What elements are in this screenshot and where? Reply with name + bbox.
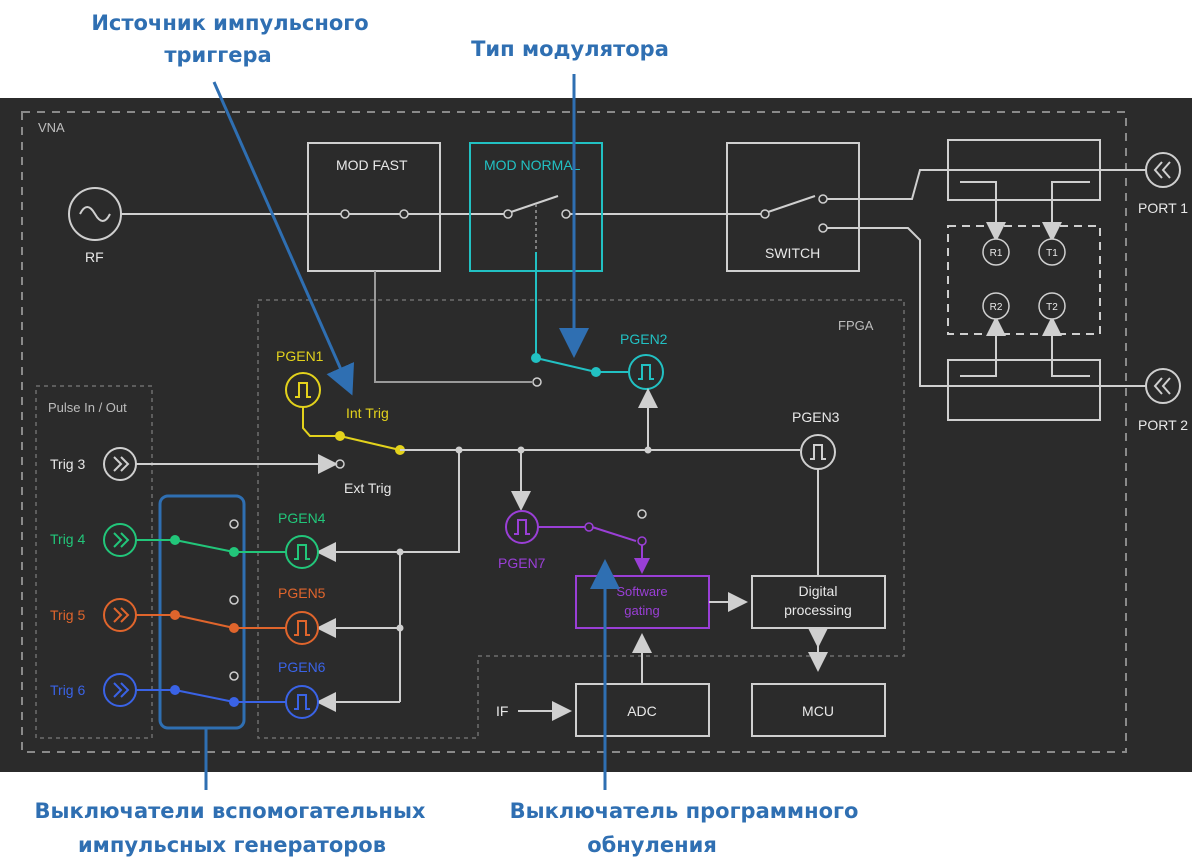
pgen7-label: PGEN7 [498, 555, 546, 571]
annotation-aux-generators-line2: импульсных генераторов [78, 833, 386, 857]
switch-block [726, 142, 860, 272]
svg-text:T2: T2 [1046, 302, 1058, 313]
port2-label: PORT 2 [1138, 417, 1188, 433]
pgen6-icon [285, 685, 319, 719]
if-label: IF [496, 703, 508, 719]
aux-switch-highlight [158, 494, 246, 730]
trig4-label: Trig 4 [50, 531, 85, 547]
mod-normal-label: MOD NORMAL [484, 157, 581, 173]
diagram-background [0, 98, 1192, 772]
adc-label: ADC [627, 703, 657, 719]
coupler-2 [947, 359, 1101, 421]
ext-trig-label: Ext Trig [344, 480, 391, 496]
pgen3-label: PGEN3 [792, 409, 840, 425]
pgen2-label: PGEN2 [620, 331, 668, 347]
sine-icon [79, 206, 111, 222]
pgen5-icon [285, 611, 319, 645]
pgen6-label: PGEN6 [278, 659, 326, 675]
annotation-trigger-source-line1: Источник импульсного [91, 11, 368, 35]
receiver-r2 [982, 292, 1010, 320]
pulse-io-label: Pulse In / Out [48, 400, 127, 415]
mod-fast-label: MOD FAST [336, 157, 408, 173]
receiver-t1 [1038, 238, 1066, 266]
trig6-label: Trig 6 [50, 682, 85, 698]
svg-text:R1: R1 [990, 248, 1003, 259]
port1-label: PORT 1 [1138, 200, 1188, 216]
receiver-r1 [982, 238, 1010, 266]
svg-text:T1: T1 [1046, 248, 1058, 259]
pgen2-icon [628, 354, 664, 390]
receiver-t2 [1038, 292, 1066, 320]
pgen1-icon [285, 372, 321, 408]
fpga-label: FPGA [838, 318, 874, 333]
annotation-modulator-type: Тип модулятора [471, 37, 669, 61]
switch-label: SWITCH [765, 245, 820, 261]
digital-processing-label-1: Digital [799, 583, 838, 599]
annotation-aux-generators-line1: Выключатели вспомогательных [35, 799, 426, 823]
trig5-label: Trig 5 [50, 607, 85, 623]
coupler-1 [947, 139, 1101, 201]
pgen3-icon [800, 434, 836, 470]
pgen4-label: PGEN4 [278, 510, 326, 526]
annotation-trigger-source-line2: триггера [164, 43, 271, 67]
vna-label: VNA [38, 120, 65, 135]
mcu-block [751, 683, 886, 737]
digital-processing-label-2: processing [784, 602, 852, 618]
switch-to-port1 [827, 169, 1148, 200]
pgen5-label: PGEN5 [278, 585, 326, 601]
pgen7-icon [505, 510, 539, 544]
annotation-software-gating-line1: Выключатель программного [510, 799, 859, 823]
pgen4-icon [285, 535, 319, 569]
pgen1-label: PGEN1 [276, 348, 324, 364]
pulse-io-frame [35, 385, 153, 739]
svg-text:R2: R2 [990, 302, 1003, 313]
receivers-frame [947, 225, 1101, 335]
vna-frame [21, 111, 1127, 753]
trig3-label: Trig 3 [50, 456, 85, 472]
annotation-software-gating-line2: обнуления [587, 833, 717, 857]
switch-to-port2 [827, 227, 1148, 387]
int-trig-label: Int Trig [346, 405, 389, 421]
fpga-frame [257, 299, 905, 739]
software-gating-label-1: Software [616, 584, 667, 599]
arrow-trigger-source [212, 81, 355, 396]
mcu-label: MCU [802, 703, 834, 719]
rf-label: RF [85, 249, 104, 265]
software-gating-label-2: gating [624, 603, 659, 618]
